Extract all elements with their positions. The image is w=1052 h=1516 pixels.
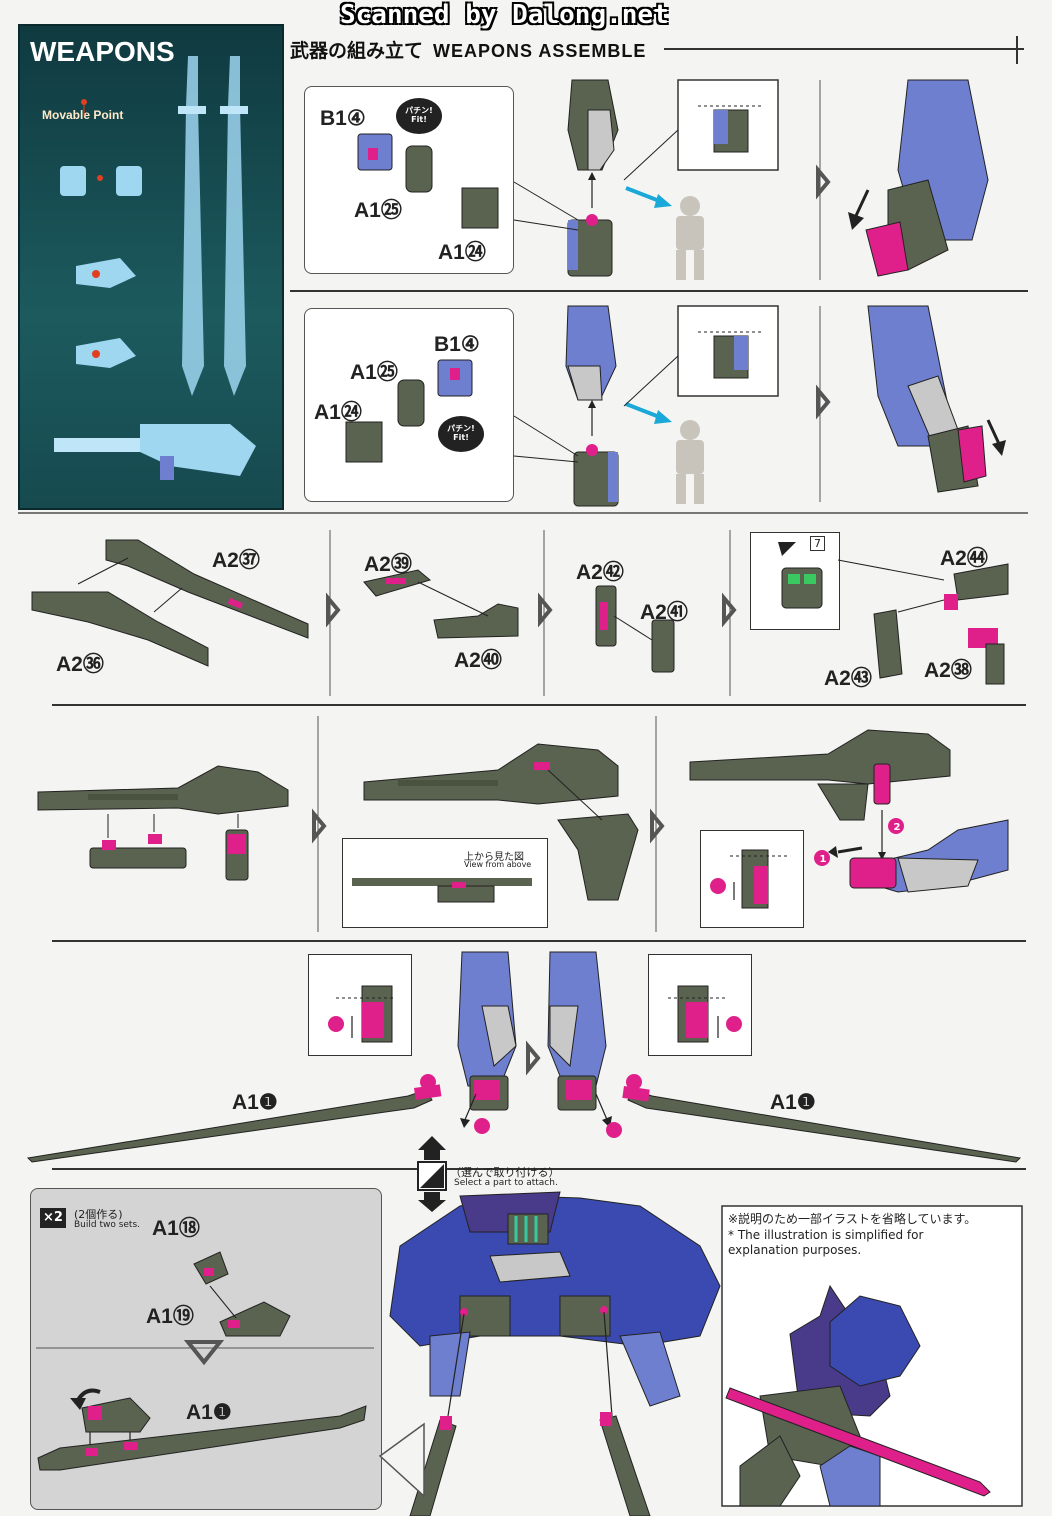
scan-watermark: Scanned by Dalong.net (340, 0, 669, 30)
part-label: A1⑱ (152, 1217, 200, 1240)
part-label: A2㊳ (924, 659, 972, 682)
step-2: A1㉕ B1④ A1㉔ パチン!Fit! (288, 296, 1028, 512)
part-label: A2㊶ (640, 601, 688, 624)
part-label: A2㊷ (576, 561, 624, 584)
step-6: （選んで取り付ける） Select a part to attach. ×2 (… (0, 1136, 1052, 1516)
weapons-illustration (54, 56, 256, 480)
divider (18, 512, 1028, 514)
part-label: A1❶ (232, 1091, 278, 1114)
top-view-label-jp: 上から見た図 (464, 852, 524, 863)
part-label: B1④ (434, 333, 480, 356)
movable-point-label: Movable Point (42, 108, 124, 122)
step-2-illustration (345, 305, 1006, 507)
part-label: A2㊹ (940, 547, 988, 570)
part-label: A2㊲ (212, 549, 260, 572)
part-label: A2㊱ (56, 653, 104, 676)
step-6-illustration (36, 1191, 1023, 1516)
simplified-note-jp: ※説明のため一部イラストを省略しています。 (728, 1212, 977, 1226)
weapons-panel-title: WEAPONS (30, 36, 175, 67)
step-3: A2㊲ A2㊱ A2㊴ A2㊵ A2㊷ A2㊶ A2㊹ A2㊸ A2㊳ 7 (18, 520, 1028, 700)
fit-badge: パチン!Fit! (438, 416, 484, 452)
part-label: A1㉕ (354, 199, 402, 222)
part-label: A2㊵ (454, 649, 502, 672)
divider (52, 1168, 1026, 1170)
part-label: A1❶ (770, 1091, 816, 1114)
choose-part-icon (417, 1136, 447, 1212)
step-4-illustration (37, 716, 1009, 932)
step-1: B1④ A1㉕ A1㉔ パチン!Fit! (288, 70, 1028, 290)
part-label: A1㉔ (438, 241, 486, 264)
step-5-illustration (26, 951, 1022, 1163)
choose-label-jp: （選んで取り付ける） (450, 1166, 560, 1179)
divider (52, 940, 1026, 942)
part-label: A2㊸ (824, 667, 872, 690)
part-label: A1❶ (186, 1401, 232, 1424)
x2-badge: ×2 (40, 1208, 66, 1228)
part-label: A1㉔ (314, 401, 362, 424)
part-label: B1④ (320, 107, 366, 130)
fit-badge: パチン!Fit! (396, 98, 442, 134)
detail-inset-left (308, 954, 412, 1056)
top-view-label-en: View from above (464, 860, 532, 869)
choose-label-en: Select a part to attach. (454, 1178, 558, 1188)
step-num-1: 1 (819, 854, 827, 865)
step-4: 上から見た図 View from above (18, 710, 1028, 936)
divider (52, 704, 1026, 706)
x2-label-en: Build two sets. (74, 1220, 141, 1230)
section-header: 武器の組み立て WEAPONS ASSEMBLE (290, 36, 646, 63)
step-3-illustration (31, 530, 1009, 696)
sticker-number: 7 (810, 536, 825, 551)
part-label: A1⑲ (146, 1305, 194, 1328)
part-label: A2㊴ (364, 553, 412, 576)
divider (290, 290, 1028, 292)
step-1-illustration (357, 79, 989, 280)
x2-label-jp: (2個作る) (74, 1208, 123, 1221)
step-num-2: 2 (893, 822, 901, 833)
header-rule (664, 48, 1024, 50)
simplified-note-en: * The illustration is simplified for exp… (728, 1228, 924, 1257)
weapons-panel: WEAPONS Movable Point (18, 24, 284, 510)
step-5: A1❶ A1❶ (18, 946, 1028, 1166)
header-title-jp: 武器の組み立て (290, 41, 424, 62)
header-title-en: WEAPONS ASSEMBLE (433, 41, 647, 61)
header-tick (1016, 36, 1018, 64)
part-label: A1㉕ (350, 361, 398, 384)
